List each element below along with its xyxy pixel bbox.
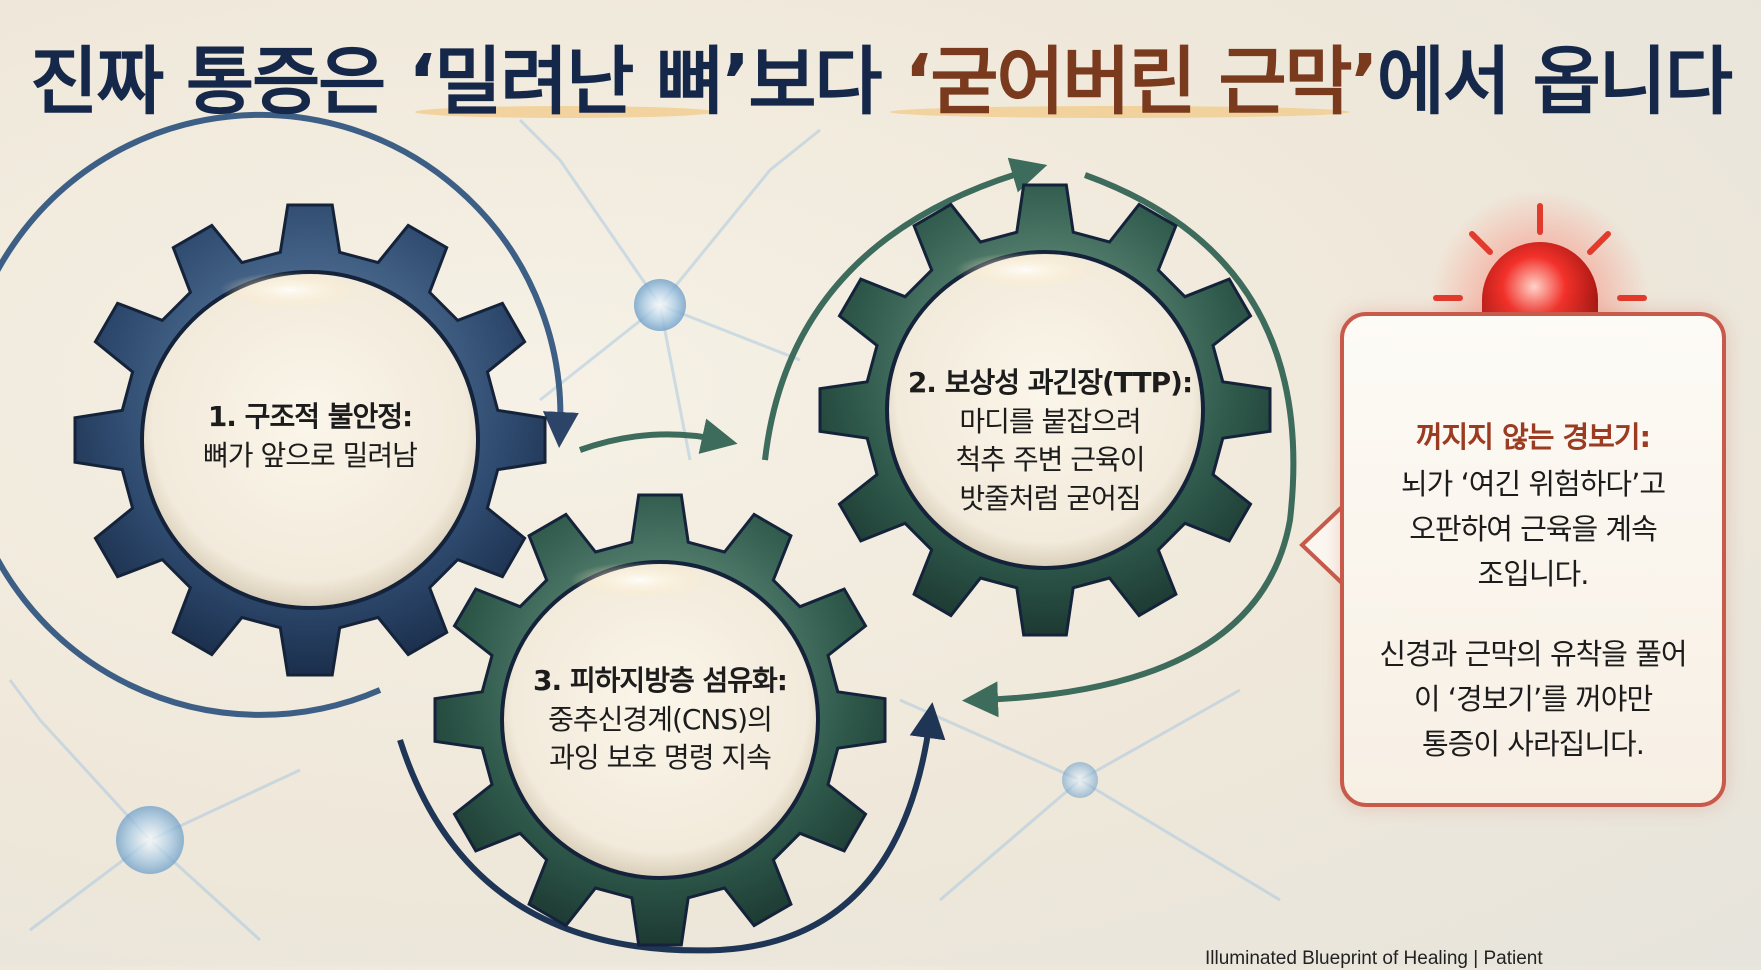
arrow-cycle-2-top: [762, 157, 1048, 461]
neuron-cell: [116, 806, 184, 874]
neuron-background: [8, 118, 1281, 942]
gear-2-label: 2. 보상성 과긴장(TTP): 마디를 붙잡으려 척추 주변 근육이 밧줄처럼…: [885, 364, 1215, 519]
gear-2-line: 척추 주변 근육이: [955, 443, 1145, 477]
callout-line: 이 ‘경보기’를 꺼야만: [1413, 682, 1653, 716]
arrow-cycle-1: [0, 111, 579, 718]
title-text: 보다: [748, 39, 905, 125]
gear-2-line: 밧줄처럼 굳어짐: [959, 481, 1141, 515]
arrow-1-to-2: [578, 418, 738, 454]
gear-1-label: 1. 구조적 불안정: 뼈가 앞으로 밀려남: [160, 398, 460, 475]
title-highlight-fascia: ‘굳어버린 근막’: [904, 39, 1378, 125]
callout-line: 조입니다.: [1477, 557, 1590, 591]
gear-3-heading: 3. 피하지방층 섬유화:: [533, 664, 788, 697]
title-text: 에서 옵니다: [1376, 39, 1733, 125]
callout-line: 통증이 사라집니다.: [1422, 727, 1645, 761]
callout-line: 신경과 근막의 유착을 풀어: [1379, 637, 1687, 671]
gear-2-heading: 2. 보상성 과긴장(TTP):: [907, 366, 1193, 399]
gear-3: [433, 493, 887, 947]
callout-line: 뇌가 ‘여긴 위험하다’고: [1401, 467, 1666, 501]
arrow-cycle-2-return: [962, 172, 1297, 718]
neuron-cell: [1062, 762, 1098, 798]
gear-2: [818, 183, 1272, 637]
footer-caption: Illuminated Blueprint of Healing | Patie…: [1205, 948, 1543, 969]
gear-3-line: 중추신경계(CNS)의: [548, 702, 773, 736]
gear-1-heading: 1. 구조적 불안정:: [207, 400, 413, 433]
callout-title: 꺼지지 않는 경보기:: [1415, 420, 1651, 454]
title-glow-right: [890, 106, 1350, 118]
alarm-callout: 꺼지지 않는 경보기: 뇌가 ‘여긴 위험하다’고 오판하여 근육을 계속 조입…: [1340, 312, 1726, 807]
gear-2-line: 마디를 붙잡으려: [959, 404, 1141, 438]
title-glow-left: [415, 106, 715, 118]
neuron-cell: [634, 279, 686, 331]
callout-pointer: [1299, 503, 1346, 587]
arrow-cycle-3: [397, 702, 946, 954]
page-title: 진짜 통증은 ‘밀려난 뼈’보다 ‘굳어버린 근막’에서 옵니다: [0, 22, 1761, 129]
title-highlight-bone: ‘밀려난 뼈’: [408, 39, 750, 125]
gear-3-label: 3. 피하지방층 섬유화: 중추신경계(CNS)의 과잉 보호 명령 지속: [495, 662, 825, 778]
callout-line: 오판하여 근육을 계속: [1409, 512, 1658, 546]
gear-1: [73, 203, 547, 677]
gear-3-line: 과잉 보호 명령 지속: [549, 741, 772, 775]
gear-1-line: 뼈가 앞으로 밀려남: [203, 438, 418, 472]
title-text: 진짜 통증은: [30, 39, 409, 125]
